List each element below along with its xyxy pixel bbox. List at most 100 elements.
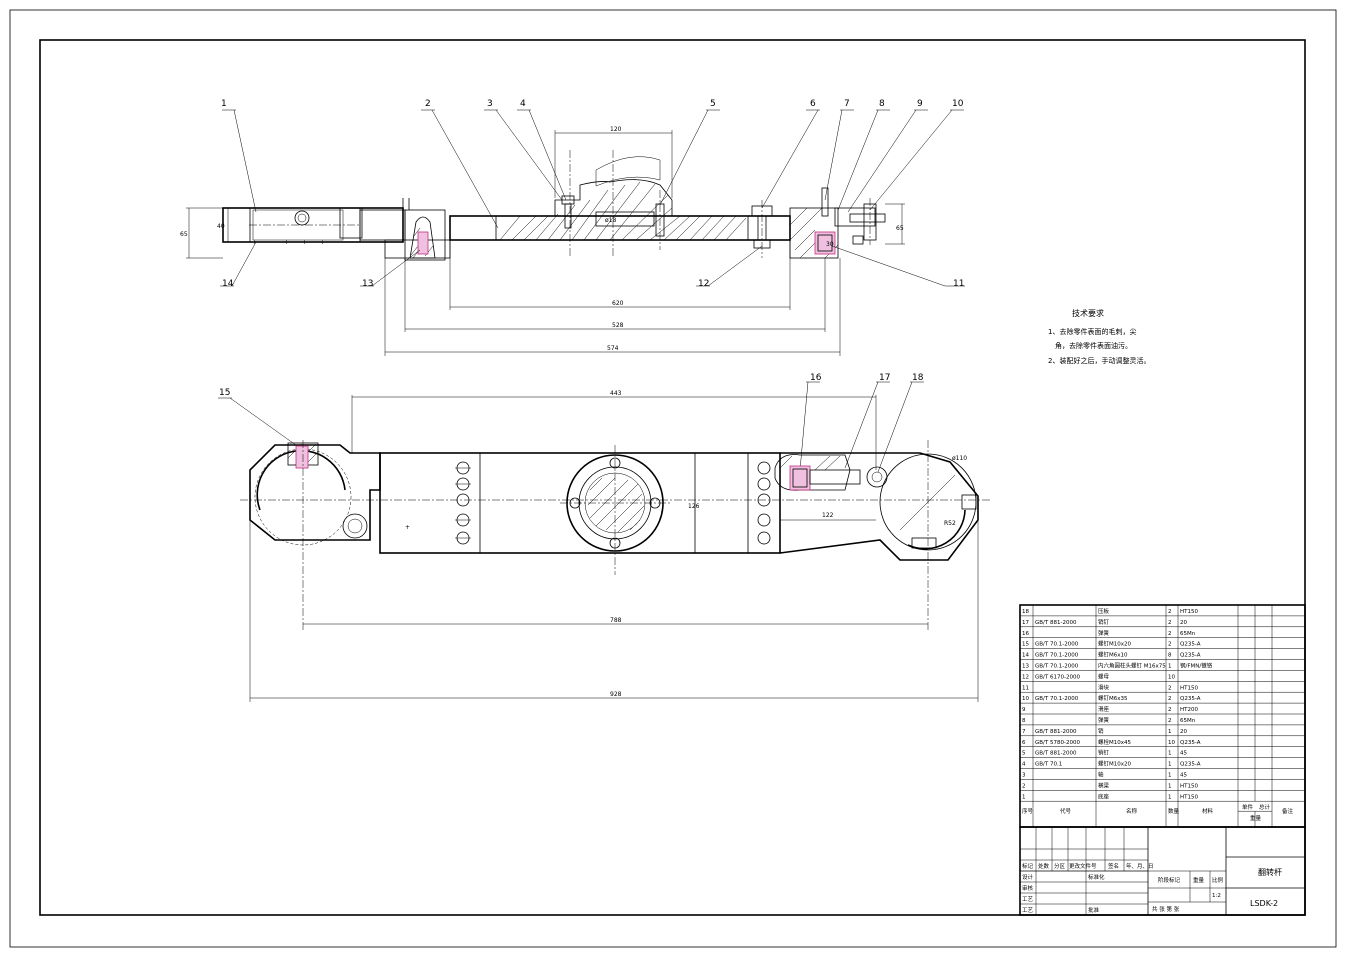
bom-row-name: 弹簧 — [1098, 629, 1110, 637]
bom-row-qty: 1 — [1168, 664, 1172, 670]
tb-approve-label: 工艺 — [1022, 907, 1034, 914]
bom-row-material: HT150 — [1180, 794, 1198, 800]
bom-row-name: 横梁 — [1098, 781, 1110, 789]
part-label-2: 2 — [425, 99, 431, 109]
dim-d443: 443 — [610, 390, 622, 397]
bom-row-name: 轴 — [1098, 771, 1104, 779]
bom-row-qty: 2 — [1168, 685, 1172, 691]
tech-line-3: 2、装配好之后，手动调整灵活。 — [1048, 356, 1150, 365]
bom-row-no: 11 — [1022, 685, 1029, 691]
bom-row-qty: 1 — [1168, 794, 1172, 800]
bom-header-total: 总计 — [1259, 803, 1271, 811]
bom-row-material: 20 — [1180, 620, 1187, 626]
bom-row-qty: 2 — [1168, 696, 1172, 702]
top-view: + — [240, 390, 990, 702]
inner-border — [39, 39, 1306, 916]
bom-row-name: 滑块 — [1098, 683, 1110, 691]
bom-row-qty: 1 — [1168, 751, 1172, 757]
bom-row-qty: 2 — [1168, 718, 1172, 724]
bom-row-qty: 2 — [1168, 707, 1172, 713]
bom-row-name: 底座 — [1098, 792, 1110, 800]
tb-weight: 重量 — [1193, 876, 1205, 884]
part-label-7: 7 — [844, 99, 850, 109]
dim-d528: 528 — [612, 322, 624, 329]
bom-row-no: 4 — [1022, 762, 1026, 768]
bom-row-material: HT200 — [1180, 707, 1198, 713]
bom-row-no: 15 — [1022, 642, 1029, 648]
tech-requirements: 技术要求 1、去除零件表面的毛刺，尖 角，去除零件表面油污。 2、装配好之后，手… — [1048, 308, 1150, 365]
bom-row-name: 销钉 — [1098, 749, 1110, 757]
bom-header-material: 材料 — [1202, 807, 1214, 815]
tb-drawing-no: LSDK-2 — [1250, 899, 1278, 908]
bom-row-material: 45 — [1180, 773, 1187, 779]
bom-header-weight: 重量 — [1250, 814, 1262, 822]
bom-row-name: 压板 — [1098, 607, 1110, 615]
bom-row-no: 1 — [1022, 794, 1026, 800]
part-label-5: 5 — [710, 99, 716, 109]
bom-row-qty: 1 — [1168, 729, 1172, 735]
tb-process: 工艺 — [1022, 896, 1034, 903]
bom-row-material: HT150 — [1180, 783, 1198, 789]
bom-row-no: 16 — [1022, 631, 1029, 637]
bom-row-qty: 1 — [1168, 762, 1172, 768]
bom-row-qty: 1 — [1168, 773, 1172, 779]
part-label-9: 9 — [917, 99, 923, 109]
bom-header-name: 名称 — [1126, 807, 1138, 815]
bom-row-code: GB/T 881-2000 — [1035, 729, 1077, 735]
bom-row-name: 弹簧 — [1098, 716, 1110, 724]
tb-scale-value: 1:2 — [1212, 893, 1221, 899]
dim-d126: 126 — [688, 503, 700, 510]
bom-header-code: 代号 — [1060, 807, 1072, 815]
bom-row-name: 螺栓M10x45 — [1098, 738, 1131, 746]
tb-zone: 分区 — [1054, 862, 1066, 870]
tb-count: 处数 — [1038, 862, 1050, 870]
bom-row-name: 销 — [1098, 727, 1104, 735]
bom-row-qty: 2 — [1168, 609, 1172, 615]
bom-row-material: 65Mn — [1180, 631, 1196, 637]
bom-row-name: 螺钉M10x20 — [1098, 760, 1131, 768]
svg-text:+: + — [302, 239, 307, 246]
bom-row-no: 17 — [1022, 620, 1029, 626]
bom-row-code: GB/T 881-2000 — [1035, 620, 1077, 626]
tb-approve: 批准 — [1088, 906, 1100, 914]
tech-line-2: 角，去除零件表面油污。 — [1055, 341, 1132, 350]
tb-scale: 比例 — [1212, 876, 1224, 884]
bom-row-name: 螺钉M6x10 — [1098, 651, 1128, 659]
bom-row-no: 3 — [1022, 773, 1026, 779]
bom-row-no: 13 — [1022, 664, 1029, 670]
part-labels: 1 2 3 4 5 6 7 8 9 10 11 12 13 14 15 16 1… — [219, 99, 964, 398]
bom-header-remark: 备注 — [1282, 807, 1294, 815]
bom-row-name: 内六角圆柱头螺钉 M16x75 — [1098, 662, 1166, 670]
bom-row-no: 9 — [1022, 707, 1026, 713]
bom-row-no: 10 — [1022, 696, 1029, 702]
front-view: ++ ++ ø18 — [180, 126, 905, 356]
bom-row-name: 销钉 — [1098, 618, 1110, 626]
bom-row-material: HT150 — [1180, 685, 1198, 691]
bom-row-code: GB/T 5780-2000 — [1035, 740, 1080, 746]
tb-part-name: 翻转杆 — [1258, 867, 1282, 877]
dim-d65b: 65 — [896, 225, 904, 232]
bom-row-no: 8 — [1022, 718, 1026, 724]
svg-text:+: + — [252, 239, 257, 246]
bom-row-no: 5 — [1022, 751, 1026, 757]
dim-d122: 122 — [822, 512, 834, 519]
dim-d928: 928 — [610, 691, 622, 698]
tb-mark: 标记 — [1022, 862, 1034, 870]
part-label-14: 14 — [222, 279, 234, 289]
part-label-3: 3 — [487, 99, 493, 109]
part-label-8: 8 — [879, 99, 885, 109]
bom-row-no: 18 — [1022, 609, 1029, 615]
part-label-10: 10 — [952, 99, 964, 109]
bom-row-name: 螺钉M6x35 — [1098, 694, 1128, 702]
svg-text:+: + — [405, 524, 410, 531]
bom-row-no: 2 — [1022, 783, 1026, 789]
tb-date: 年、月、日 — [1126, 862, 1154, 870]
bom-row-qty: 8 — [1168, 653, 1172, 659]
bom-row-qty: 2 — [1168, 620, 1172, 626]
bom-row-material: Q235-A — [1180, 696, 1201, 702]
bom-row-name: 螺钉M10x20 — [1098, 640, 1131, 648]
bom-row-name: 螺母 — [1098, 672, 1110, 680]
bom-header-unit: 单件 — [1242, 803, 1254, 811]
